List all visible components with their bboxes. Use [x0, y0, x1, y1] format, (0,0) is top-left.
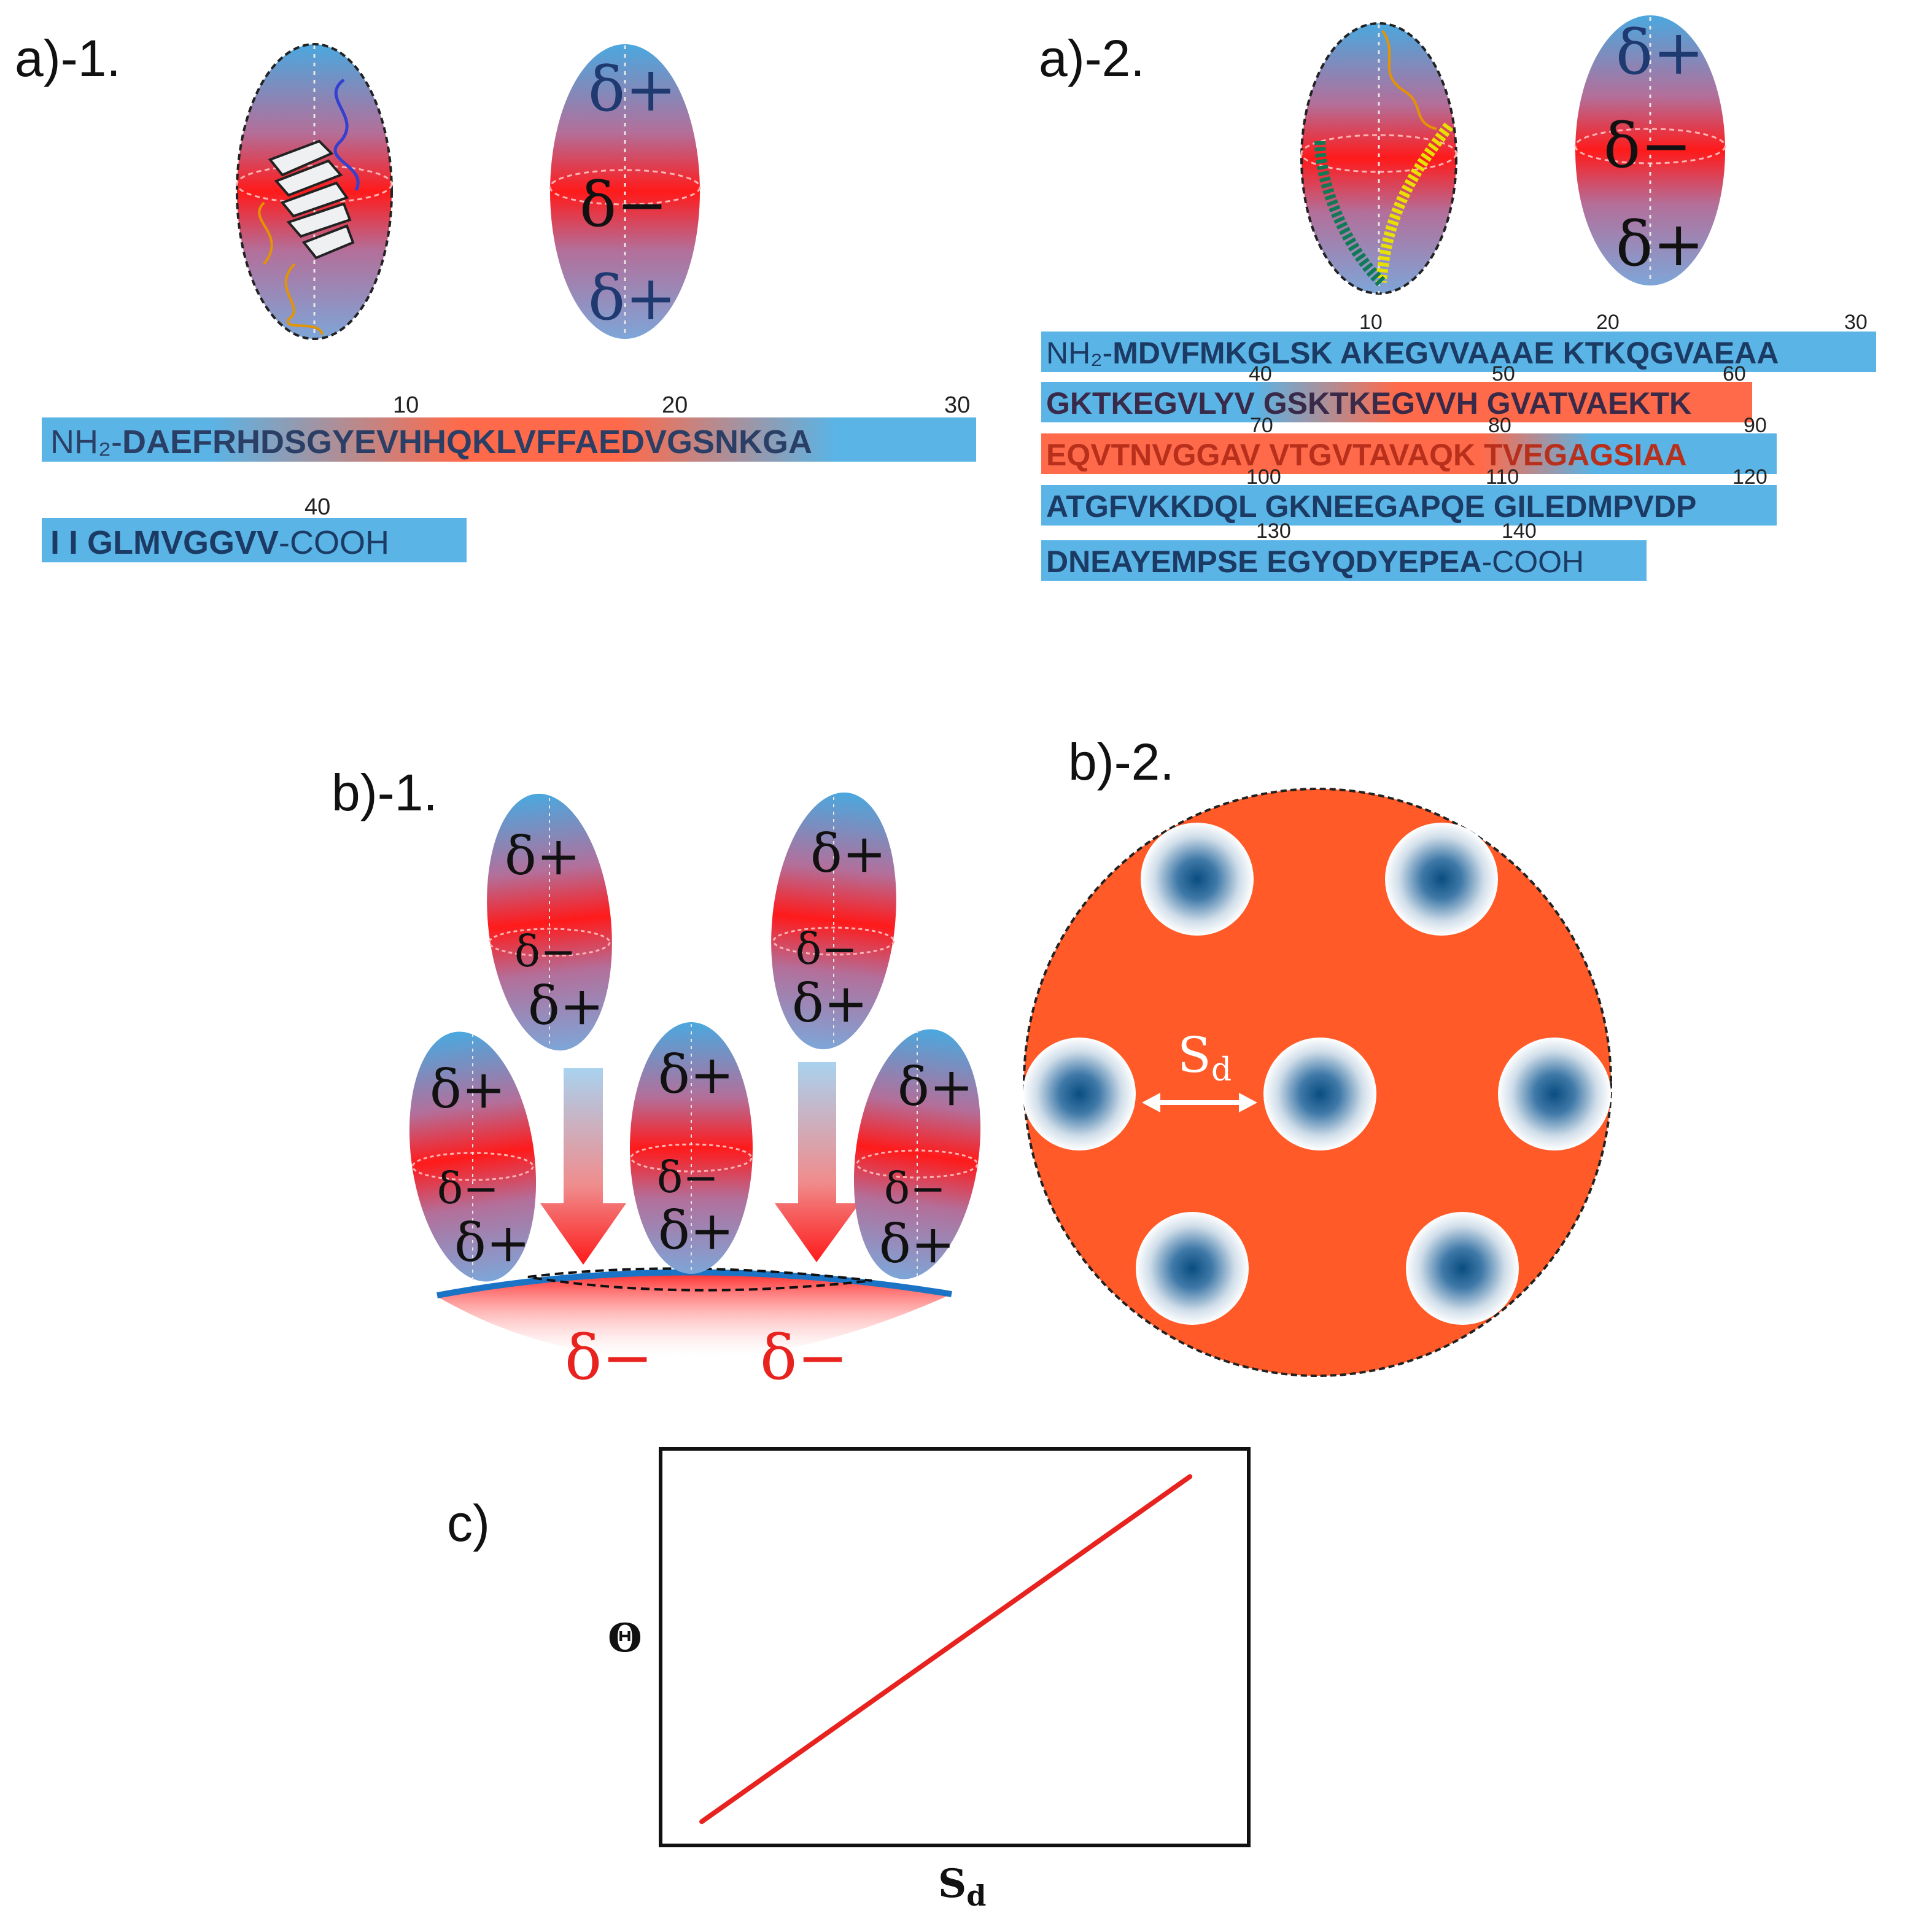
a2-seq-row-5: DNEAYEMPSE EGYQDYEPEA-COOH: [1046, 545, 1584, 579]
charge-pos: δ+: [658, 1044, 734, 1106]
b2-surface-disc: Sd: [1023, 788, 1612, 1377]
beta-sheet-structure: [268, 139, 355, 260]
charge-neg: δ−: [884, 1163, 946, 1214]
a1-charge-ellipse: δ+ δ− δ+: [549, 44, 701, 339]
charge-pos: δ+: [898, 1057, 974, 1118]
a2-charge-pos-top: δ+: [1616, 17, 1704, 88]
alpha-helix-green: [1314, 141, 1386, 287]
b1-surface-negative-zone: [527, 1267, 872, 1292]
a2-num-100: 100: [1246, 465, 1281, 489]
a2-charge-ellipse: δ+ δ− δ+: [1574, 15, 1726, 285]
panel-label-c: c): [447, 1494, 490, 1552]
charge-pos: δ+: [528, 976, 604, 1037]
a2-sequence-bar-5: [1041, 540, 1647, 581]
a2-num-140: 140: [1502, 519, 1537, 543]
a2-num-20: 20: [1596, 311, 1620, 334]
a2-num-30: 30: [1844, 311, 1868, 334]
charge-pos: δ+: [505, 826, 581, 887]
b1-surface-charge-right: δ−: [760, 1322, 848, 1394]
a2-num-80: 80: [1488, 414, 1511, 437]
b1-ellipse-bottom-center: δ+ δ− δ+: [630, 1022, 753, 1274]
chart-x-axis-label: Sd: [938, 1861, 986, 1912]
b1-arrow-right: [775, 1062, 859, 1262]
panel-label-b2: b)-2.: [1068, 733, 1174, 791]
alpha-helix-yellow: [1376, 122, 1454, 283]
b1-surface-gradient: [437, 1273, 952, 1357]
panel-label-b1: b)-1.: [332, 764, 438, 821]
a2-seq-row-2: GKTKEGVLYV GSKTKEGVVH GVATVAEKTK: [1046, 386, 1691, 421]
a2-charge-neg-mid: δ−: [1604, 110, 1692, 182]
a2-num-40: 40: [1249, 362, 1272, 386]
charge-pos: δ+: [879, 1214, 955, 1275]
a1-protein-ellipse: [236, 43, 393, 340]
adsorbed-protein-dot: [1385, 823, 1498, 936]
charge-pos: δ+: [810, 823, 887, 885]
a2-sequence-bar-3: [1041, 433, 1777, 474]
chart-y-axis-label: Θ: [608, 1615, 642, 1661]
random-coil-blue: [333, 79, 360, 192]
charge-pos: δ+: [792, 973, 868, 1034]
b1-ellipse-top-right: δ+ δ− δ+: [771, 792, 896, 1050]
charge-pos-top: δ+: [588, 53, 677, 125]
a2-charge-pos-bottom: δ+: [1616, 208, 1704, 280]
a2-sequence: NH₂-MDVFMKGLSK AKEGVVAAAE KTKQGVAEAA GKT…: [1041, 311, 1876, 581]
a2-num-60: 60: [1723, 362, 1746, 386]
adsorbed-protein-dot: [1498, 1038, 1611, 1150]
a2-seq-row-1: NH₂-MDVFMKGLSK AKEGVVAAAE KTKQGVAEAA: [1046, 336, 1779, 370]
charge-neg: δ−: [796, 924, 858, 974]
a2-num-110: 110: [1486, 465, 1519, 489]
b1-ellipse-bottom-left: δ+ δ− δ+: [409, 1031, 537, 1282]
charge-pos-bottom: δ+: [588, 262, 677, 334]
a2-sequence-bar-1: [1041, 332, 1876, 372]
a2-sequence-bar-2: [1041, 382, 1752, 422]
a1-seq-row-2: I I GLMVGGVV-COOH: [50, 524, 389, 561]
adsorbed-protein-dot: [1406, 1212, 1519, 1325]
b1-arrow-left: [540, 1068, 626, 1265]
a2-sequence-bar-4: [1041, 485, 1777, 526]
a2-num-130: 130: [1256, 519, 1291, 543]
adsorbed-protein-dot: [1141, 823, 1254, 936]
b1-adsorption-diagram: δ− δ− δ+ δ− δ+ δ+ δ− δ+ δ+ δ−: [409, 792, 981, 1394]
charge-neg-mid: δ−: [580, 169, 668, 241]
charge-neg: δ−: [437, 1163, 499, 1214]
adsorbed-protein-dot: [1023, 1038, 1136, 1150]
a2-seq-row-3: EQVTNVGGAV VTGVTAVAQK TVEGAGSIAA: [1046, 438, 1687, 472]
adsorbed-protein-dot: [1263, 1038, 1376, 1150]
c-chart: Θ Sd: [608, 1447, 1251, 1912]
chart-series-line: [699, 1474, 1193, 1825]
a1-sequence-bar-1: [42, 417, 976, 462]
a2-num-10: 10: [1359, 311, 1383, 334]
spacing-double-arrow: [1142, 1093, 1257, 1112]
adsorbed-protein-dot: [1136, 1212, 1249, 1325]
charge-neg: δ−: [657, 1152, 719, 1203]
a1-num-40: 40: [305, 494, 330, 520]
panel-label-a2: a)-2.: [1039, 29, 1145, 87]
charge-neg: δ−: [514, 926, 576, 977]
a1-seq-row-1: NH₂-DAEFRHDSGYEVHHQKLVFFAEDVGSNKGA: [50, 424, 812, 460]
charge-pos: δ+: [658, 1200, 734, 1262]
a1-num-30: 30: [944, 392, 970, 418]
b1-surface-charge-left: δ−: [565, 1322, 653, 1394]
charge-pos: δ+: [430, 1059, 506, 1120]
random-coil-orange: [258, 201, 324, 335]
a1-num-10: 10: [393, 392, 419, 418]
a1-num-20: 20: [662, 392, 688, 418]
a1-sequence: NH₂-DAEFRHDSGYEVHHQKLVFFAEDVGSNKGA I I G…: [42, 392, 976, 562]
a2-protein-ellipse: [1300, 22, 1457, 295]
b1-ellipse-bottom-right: δ+ δ− δ+: [853, 1029, 981, 1279]
a2-seq-row-4: ATGFVKKDQL GKNEEGAPQE GILEDMPVDP: [1046, 489, 1696, 524]
a1-sequence-bar-2: [42, 518, 467, 562]
a2-num-90: 90: [1744, 414, 1767, 437]
charge-pos: δ+: [454, 1212, 530, 1274]
a2-num-70: 70: [1250, 414, 1273, 437]
a2-num-50: 50: [1492, 362, 1515, 386]
panel-label-a1: a)-1.: [15, 29, 121, 87]
spacing-label: Sd: [1178, 1026, 1232, 1088]
a2-num-120: 120: [1732, 465, 1767, 489]
random-coil-orange-a2: [1381, 29, 1437, 130]
b1-ellipse-top-left: δ+ δ− δ+: [487, 793, 612, 1051]
